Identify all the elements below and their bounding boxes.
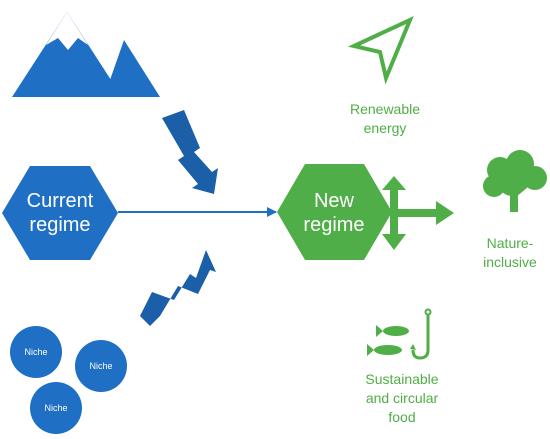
- food-line2: and circular: [365, 390, 439, 406]
- new-regime-line2: regime: [303, 214, 365, 236]
- branching-arrows: [382, 176, 454, 250]
- current-regime-line1: Current: [26, 190, 94, 212]
- nature-inclusive-label: Nature- inclusive: [472, 234, 548, 272]
- current-regime-line2: regime: [29, 214, 91, 236]
- sustainable-food-label: Sustainable and circular food: [352, 370, 452, 427]
- renewable-line2: energy: [363, 120, 407, 136]
- niche-pressure-arrow: [140, 250, 216, 326]
- nature-line1: Nature-: [486, 235, 534, 251]
- niche-label-2: Niche: [89, 361, 113, 371]
- renewable-energy-label: Renewable energy: [340, 100, 430, 138]
- niche-label-1: Niche: [24, 347, 48, 357]
- niche-circle-1: [10, 326, 62, 378]
- current-regime-hexagon: [2, 166, 118, 260]
- navigation-arrow-icon: [347, 16, 414, 85]
- new-regime-line1: New: [313, 190, 354, 212]
- fish-hook-icon: [367, 308, 432, 360]
- niche-circle-3: [30, 382, 82, 434]
- tree-icon: [483, 150, 547, 212]
- new-regime-label: New regime: [284, 189, 384, 237]
- food-line1: Sustainable: [365, 371, 439, 387]
- nature-line2: inclusive: [483, 254, 537, 270]
- renewable-line1: Renewable: [349, 101, 421, 117]
- mountain-icon: [12, 12, 160, 97]
- niche-label-3: Niche: [44, 403, 68, 413]
- niche-circle-2: [75, 340, 127, 392]
- food-line3: food: [388, 409, 416, 425]
- current-regime-label: Current regime: [10, 189, 110, 237]
- landscape-pressure-arrow: [162, 110, 218, 194]
- new-regime-hexagon: [277, 164, 392, 260]
